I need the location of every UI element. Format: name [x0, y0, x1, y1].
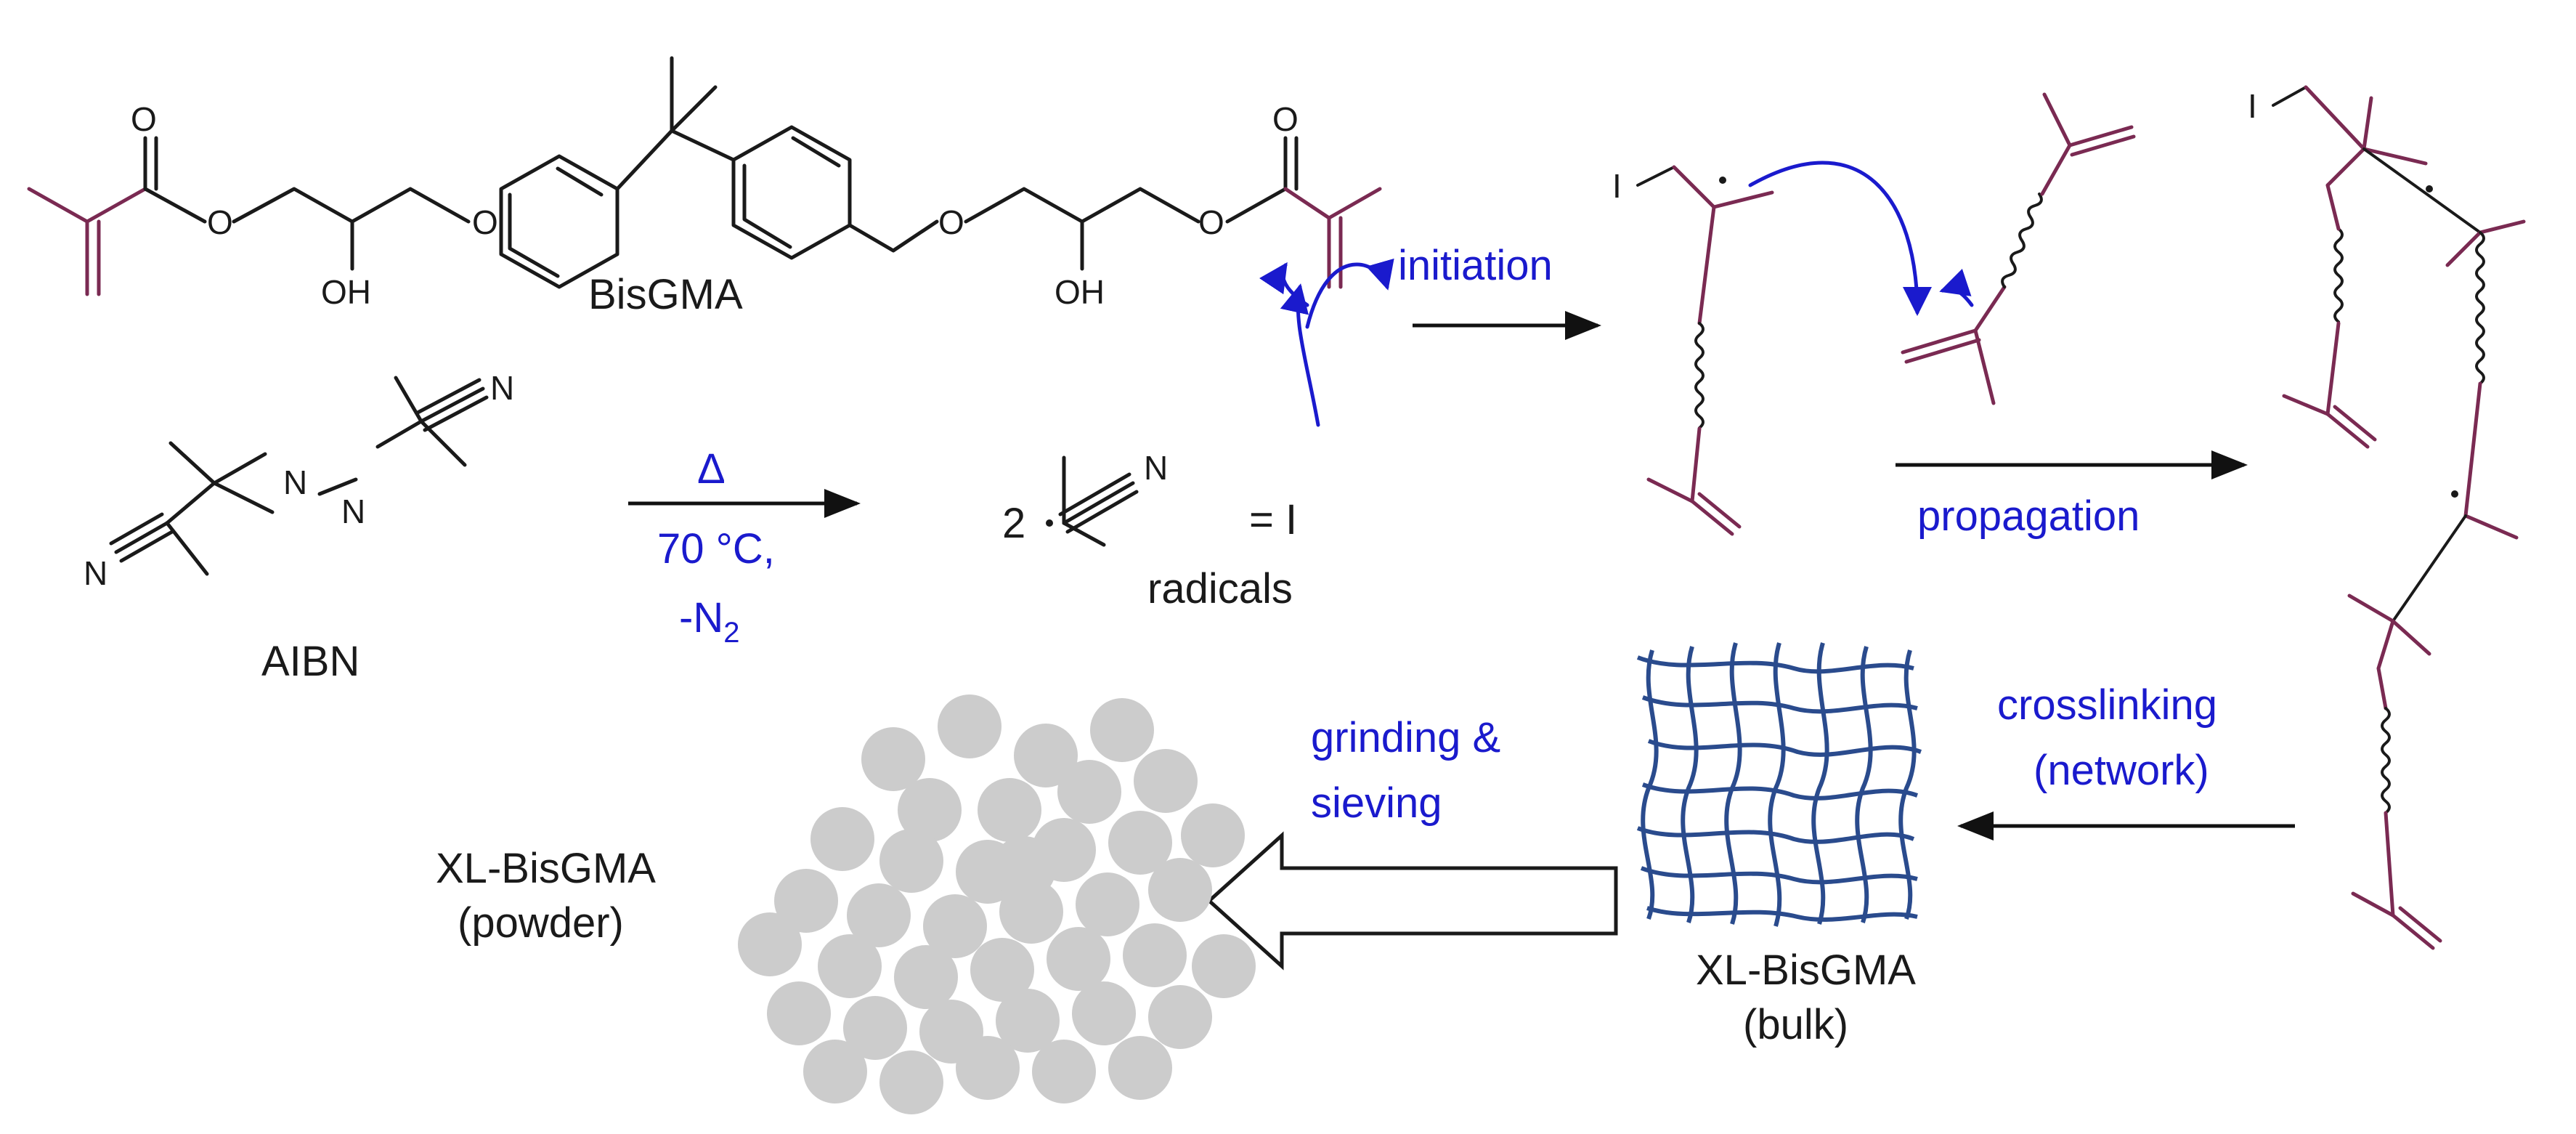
powder-particles	[738, 694, 1256, 1114]
powder-particle	[1148, 985, 1212, 1049]
atom-oh-left: OH	[321, 273, 371, 311]
powder-particle	[978, 778, 1041, 842]
atom-oh-right: OH	[1055, 273, 1105, 311]
n2-text: -N	[679, 594, 723, 641]
powder-particle	[1014, 724, 1078, 787]
powder-particle	[1181, 803, 1245, 867]
powder-particle	[1108, 811, 1172, 875]
powder-particle	[843, 996, 907, 1060]
powder-particle	[1148, 858, 1212, 922]
powder-particle	[767, 981, 831, 1045]
radical-structure: N	[1046, 449, 1168, 547]
powder-particle	[1123, 923, 1187, 987]
heat-symbol: Δ	[697, 445, 726, 493]
powder-particle	[1047, 927, 1110, 991]
powder-particle	[1108, 1036, 1172, 1100]
radical-equals-i: = I	[1249, 496, 1297, 543]
crosslinking-label: crosslinking	[1997, 681, 2217, 729]
radical-coefficient: 2	[1002, 500, 1025, 547]
powder-particle	[996, 989, 1060, 1053]
temperature-condition: 70 °C,	[657, 525, 775, 572]
n2-subscript: 2	[723, 617, 739, 649]
initiation-label: initiation	[1398, 242, 1553, 289]
electron-push-arrow-small	[1259, 262, 1309, 307]
radicals-label: radicals	[1147, 565, 1293, 612]
powder-particle	[847, 883, 911, 947]
powder-particle	[1032, 1040, 1096, 1103]
powder-particle	[879, 1050, 943, 1114]
grinding-label: grinding &	[1311, 714, 1500, 761]
bulk-label: (bulk)	[1743, 1001, 1848, 1048]
atom-n-nitrile-left: N	[84, 554, 107, 592]
xl-powder-label: XL-BisGMA	[436, 845, 656, 892]
incoming-monomer	[1901, 92, 2136, 405]
atom-i-initiated: I	[1612, 167, 1622, 205]
atom-n-azo-2: N	[341, 493, 365, 530]
powder-particle	[894, 945, 958, 1009]
polymer-chain: I	[2248, 85, 2526, 950]
atom-o-ether-left: O	[472, 203, 498, 241]
atom-o-ester-right: O	[1198, 203, 1224, 241]
atom-o-ester-left: O	[207, 203, 233, 241]
powder-particle	[861, 727, 925, 791]
powder-particle	[992, 836, 1056, 900]
powder-particle	[810, 807, 874, 871]
network-mesh-icon	[1636, 642, 1922, 927]
powder-particle	[1134, 749, 1198, 813]
powder-particle	[956, 1036, 1020, 1100]
powder-particle	[774, 869, 838, 933]
atom-o-carbonyl-left: O	[131, 100, 157, 138]
sieving-label: sieving	[1311, 779, 1442, 827]
atom-o-carbonyl-right: O	[1272, 100, 1299, 138]
propagation-label: propagation	[1917, 493, 2140, 540]
electron-push-arrow	[1305, 258, 1394, 329]
atom-n-radical: N	[1144, 449, 1168, 487]
atom-n-nitrile-right: N	[490, 369, 514, 407]
aibn-label: AIBN	[261, 638, 359, 685]
bisgma-structure: O O OH O O OH O O	[27, 56, 1382, 311]
powder-particle	[898, 778, 962, 842]
addition-arrow	[1748, 161, 1932, 316]
powder-particle	[938, 694, 1001, 758]
atom-o-ether-right: O	[938, 203, 964, 241]
powder-particle	[970, 938, 1034, 1002]
grinding-arrow	[1206, 831, 1618, 971]
atom-n-azo-1: N	[283, 463, 307, 501]
powder-particle	[1090, 698, 1154, 762]
aibn-structure: N N N N	[84, 369, 514, 592]
powder-particle	[803, 1040, 867, 1103]
powder-particle	[1072, 981, 1136, 1045]
xl-bulk-label: XL-BisGMA	[1696, 947, 1916, 994]
powder-particle	[818, 934, 882, 998]
initiated-chain: I	[1612, 165, 1774, 536]
addition-arrow-small	[1939, 268, 1974, 307]
nitrogen-loss: -N2	[679, 594, 739, 649]
powder-particle	[738, 912, 802, 976]
powder-label: (powder)	[458, 899, 624, 947]
network-label: (network)	[2033, 747, 2209, 794]
powder-particle	[1192, 934, 1256, 998]
powder-particle	[923, 894, 987, 958]
powder-particle	[1076, 872, 1139, 936]
powder-particle	[879, 829, 943, 893]
radical-attack-arrow	[1280, 283, 1320, 427]
atom-i-polymer: I	[2248, 87, 2257, 125]
powder-particle	[1057, 760, 1121, 824]
bisgma-label: BisGMA	[588, 271, 743, 318]
